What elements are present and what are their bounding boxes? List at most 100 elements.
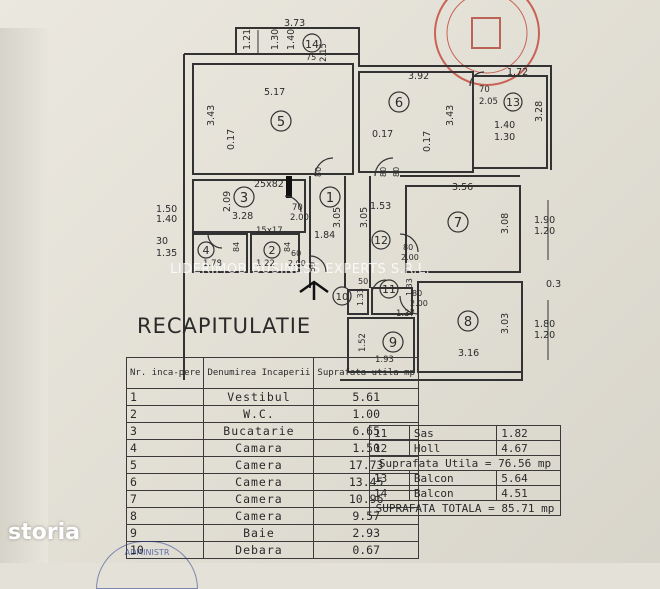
grand-total-row: SUPRAFATA TOTALA = 85.71 mp	[369, 500, 561, 516]
table-row: 13 Balcon 5.64	[369, 470, 561, 486]
header-nr: Nr. inca-pere	[125, 357, 205, 389]
grand-total: SUPRAFATA TOTALA = 85.71 mp	[369, 500, 561, 516]
row-name: Camara	[203, 439, 315, 457]
dim-label: 1.52	[358, 333, 368, 352]
stamp-seal	[434, 0, 540, 86]
dim-label: 2.00	[290, 213, 309, 223]
storia-logo[interactable]: storia	[8, 520, 80, 545]
dim-label: 30	[156, 236, 168, 247]
row-nr: 7	[125, 490, 205, 508]
dim-label: 3.73	[284, 18, 305, 29]
row-nr: 13	[369, 470, 410, 486]
row-name: Bucatarie	[203, 422, 315, 440]
row-name: Holl	[408, 440, 498, 456]
recap-title: RECAPITULATIE	[137, 314, 312, 338]
room-number-12: 12	[374, 234, 388, 247]
room-number-1: 1	[326, 191, 334, 206]
row-name: Balcon	[408, 485, 498, 501]
room-number-3: 3	[240, 191, 248, 206]
dim-label: 1.20	[534, 226, 555, 237]
totals-table: 11 Sas 1.82 12 Holl 4.67 Suprafata Utila…	[369, 425, 561, 516]
watermark-text: LIDERIMOB BUSINESS EXPERTS S.R.L.	[170, 262, 431, 277]
row-name: Vestibul	[203, 388, 315, 406]
dim-label: 3.43	[445, 105, 456, 126]
row-nr: 6	[125, 473, 205, 491]
row-nr: 4	[125, 439, 205, 457]
dim-label: 1.72	[507, 67, 528, 78]
room-number-10: 10	[336, 292, 349, 303]
dim-label: 2.15	[319, 43, 329, 62]
useful-total-row: Suprafata Utila = 76.56 mp	[369, 455, 561, 471]
dim-label: 3.92	[408, 71, 429, 82]
dim-label: 84	[283, 242, 292, 252]
dim-label: 1.84	[314, 230, 335, 241]
dim-label: 80	[392, 167, 401, 177]
dim-label: 2.00	[401, 253, 419, 262]
room-number-6: 6	[395, 96, 403, 111]
dim-label: 1.33	[405, 278, 414, 296]
dim-label: 1.33	[356, 288, 365, 306]
dim-label: 60	[291, 249, 301, 258]
row-area: 0.67	[313, 541, 419, 559]
row-name: W.C.	[203, 405, 315, 423]
dim-label: 1.20	[534, 330, 555, 341]
dim-label: 1.78	[203, 259, 222, 269]
dim-label: 80	[403, 243, 413, 252]
dim-label: 3.43	[206, 105, 217, 126]
room-number-9: 9	[389, 336, 397, 351]
header-name: Denumirea Incaperii	[203, 357, 315, 389]
row-nr: 5	[125, 456, 205, 474]
useful-total: Suprafata Utila = 76.56 mp	[369, 455, 561, 471]
table-row: 14 Balcon 4.51	[369, 485, 561, 501]
row-area: 4.67	[496, 440, 561, 456]
dim-label: 3.05	[359, 207, 370, 228]
dim-label: 80	[314, 167, 323, 177]
dim-label: 2.09	[222, 191, 233, 212]
dim-label: 1.80	[534, 319, 555, 330]
room-number-5: 5	[277, 115, 285, 130]
dim-label: 50	[358, 277, 368, 286]
dim-label: 1.30	[270, 29, 281, 50]
room-number-4: 4	[203, 244, 210, 257]
dim-label: 70	[292, 203, 303, 213]
dim-label: 5.17	[264, 87, 285, 98]
row-nr: 11	[369, 425, 410, 441]
dim-label: 0.17	[372, 129, 393, 140]
row-area: 1.00	[313, 405, 419, 423]
row-nr: 3	[125, 422, 205, 440]
dim-label: 1.22	[256, 259, 275, 269]
room-number-7: 7	[454, 216, 462, 231]
dim-label: 50	[308, 262, 317, 272]
room-number-2: 2	[269, 244, 276, 257]
dim-label: 0.17	[226, 129, 237, 150]
dim-label: 1.50	[156, 204, 177, 215]
row-name: Camera	[203, 473, 315, 491]
dim-label: 3.03	[500, 313, 511, 334]
dim-label: 2.00	[410, 299, 428, 308]
dim-label: 2.00	[288, 259, 306, 268]
floor-plan: 14 5 6 13 1 3 7 12 2 4 11 10 8 9 3.73 1.…	[156, 0, 561, 381]
dim-label: 1.40	[156, 214, 177, 225]
dim-label: 1.40	[494, 120, 515, 131]
dim-label: 1.30	[494, 132, 515, 143]
row-area: 4.51	[496, 485, 561, 501]
row-name: Debara	[203, 541, 315, 559]
row-area: 1.82	[496, 425, 561, 441]
row-name: Balcon	[408, 470, 498, 486]
header-area: Suprafata utila mp	[313, 357, 419, 389]
dim-label: 1.37	[396, 309, 415, 319]
dim-label: 3.16	[458, 348, 479, 359]
dim-label: 3.05	[332, 207, 343, 228]
row-nr: 12	[369, 440, 410, 456]
row-nr: 1	[125, 388, 205, 406]
row-nr: 14	[369, 485, 410, 501]
dim-label: 15x17	[256, 226, 283, 236]
row-nr: 2	[125, 405, 205, 423]
room-number-11: 11	[382, 283, 396, 296]
dim-label: 1.40	[286, 29, 297, 50]
row-name: Camera	[203, 507, 315, 525]
table-row: 12 Holl 4.67	[369, 440, 561, 456]
dim-label: 3.28	[232, 211, 253, 222]
